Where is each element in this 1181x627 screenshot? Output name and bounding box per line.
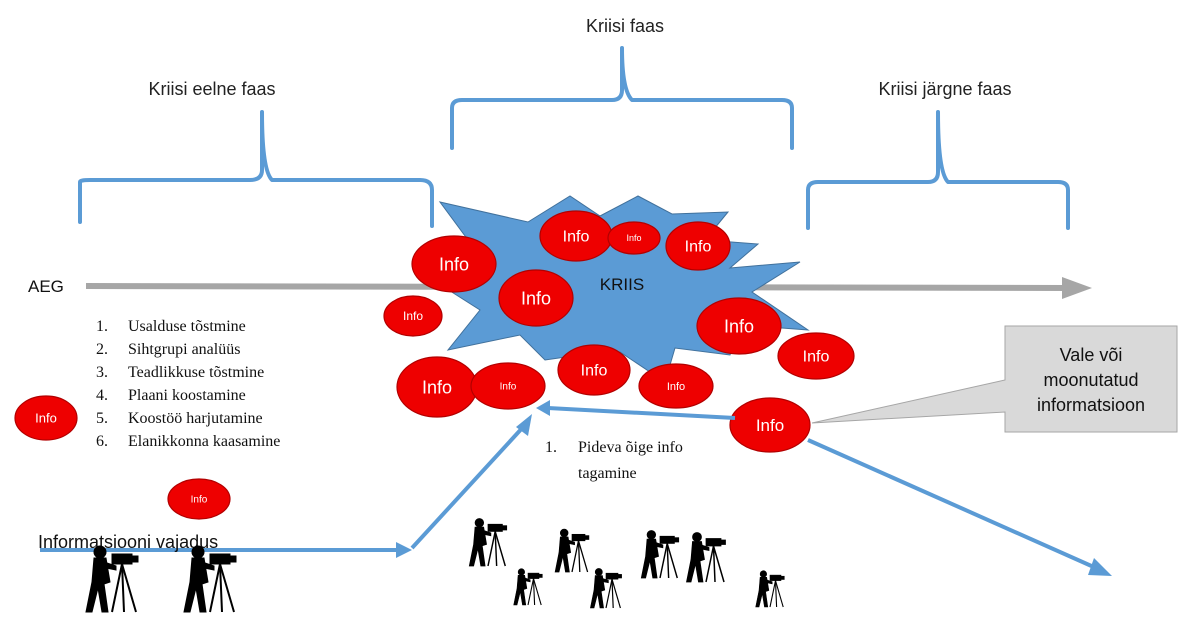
- info-bubble: Info: [498, 269, 574, 327]
- info-bubble-label: Info: [667, 381, 685, 393]
- info-bubble: Info: [777, 332, 855, 380]
- post-crisis-bracket: [806, 110, 1070, 230]
- info-bubble: Info: [729, 397, 811, 453]
- info-bubble-shape: [470, 362, 546, 410]
- crisis-step-line2: tagamine: [578, 465, 637, 482]
- info-bubble-label: Info: [685, 239, 712, 256]
- cameraman-icon: [183, 545, 237, 613]
- step-number: 1.: [96, 318, 108, 335]
- callout-line-3: informatsioon: [1037, 395, 1145, 415]
- info-bubble-label: Info: [439, 254, 469, 274]
- info-bubble: Info: [167, 478, 231, 520]
- crisis-bracket: [450, 46, 794, 150]
- info-bubble: Info: [696, 297, 782, 355]
- info-bubble-label: Info: [500, 382, 517, 393]
- info-bubble-shape: [665, 221, 731, 271]
- info-bubble-shape: [777, 332, 855, 380]
- correct-info-line: [547, 406, 736, 420]
- info-bubble-shape: [696, 297, 782, 355]
- info-bubble: Info: [396, 356, 478, 418]
- info-bubble-label: Info: [724, 316, 754, 336]
- info-bubble-shape: [498, 269, 574, 327]
- info-bubble: Info: [383, 295, 443, 337]
- post-crisis-phase-label: Kriisi järgne faas: [878, 79, 1011, 99]
- info-bubble-shape: [638, 363, 714, 409]
- timeline-arrow-head: [1062, 277, 1092, 299]
- info-bubble-label: Info: [422, 377, 452, 397]
- step-number: 4.: [96, 387, 108, 404]
- info-bubble-label: Info: [403, 309, 423, 323]
- info-bubble-shape: [729, 397, 811, 453]
- info-bubble: Info: [557, 344, 631, 396]
- info-bubble-shape: [383, 295, 443, 337]
- timeline-label: AEG: [28, 277, 64, 296]
- step-text: Elanikkonna kaasamine: [128, 433, 280, 450]
- step-text: Koostöö harjutamine: [128, 410, 263, 427]
- info-bubble-label: Info: [803, 349, 830, 366]
- info-bubble-shape: [167, 478, 231, 520]
- correct-info-arrowhead: [536, 400, 550, 416]
- info-bubble-label: Info: [626, 233, 641, 243]
- info-bubble-label: Info: [581, 363, 608, 380]
- info-bubble: Info: [470, 362, 546, 410]
- info-bubble-label: Info: [563, 229, 590, 246]
- info-bubble-label: Info: [191, 495, 208, 506]
- callout-line-1: Vale või: [1060, 345, 1123, 365]
- info-bubble-shape: [607, 221, 661, 255]
- callout-line-2: moonutatud: [1043, 370, 1138, 390]
- cameraman-icon: [554, 528, 590, 573]
- pre-crisis-phase-label: Kriisi eelne faas: [148, 79, 275, 99]
- step-text: Teadlikkuse tõstmine: [128, 364, 264, 381]
- crisis-step-number: 1.: [545, 439, 557, 456]
- crisis-step-line1: Pideva õige info: [578, 439, 683, 456]
- cameraman-icon: [468, 518, 508, 567]
- step-text: Plaani koostamine: [128, 387, 246, 404]
- step-number: 5.: [96, 410, 108, 427]
- cameraman-icon: [85, 545, 139, 613]
- info-bubble-shape: [411, 235, 497, 293]
- rising-info-arrowhead: [516, 414, 532, 436]
- info-bubble: Info: [539, 210, 613, 262]
- misinformation-callout: [811, 325, 1178, 433]
- cameraman-icon: [590, 568, 622, 609]
- crisis-label: KRIIS: [600, 275, 644, 294]
- info-bubble: Info: [665, 221, 731, 271]
- cameramen-group: [85, 518, 785, 613]
- information-need-arrowhead: [396, 542, 412, 558]
- info-bubble-label: Info: [521, 288, 551, 308]
- step-text: Usalduse tõstmine: [128, 318, 246, 335]
- info-bubble-shape: [14, 395, 78, 441]
- cameraman-icon: [640, 530, 680, 579]
- cameraman-icon: [686, 532, 726, 583]
- misinformation-line: [807, 438, 1097, 570]
- misinformation-arrowhead: [1088, 558, 1112, 576]
- info-bubble: Info: [14, 395, 78, 441]
- info-bubble: Info: [411, 235, 497, 293]
- info-bubble: Info: [607, 221, 661, 255]
- step-number: 6.: [96, 433, 108, 450]
- cameraman-icon: [755, 570, 785, 608]
- crisis-phase-label: Kriisi faas: [586, 16, 664, 36]
- info-bubble-label: Info: [756, 416, 784, 435]
- step-text: Sihtgrupi analüüs: [128, 341, 240, 358]
- pre-crisis-bracket: [78, 110, 434, 228]
- cameraman-icon: [513, 568, 543, 606]
- info-bubble: Info: [638, 363, 714, 409]
- information-need-label: Informatsiooni vajadus: [38, 532, 218, 552]
- pre-crisis-steps-list: 1. Usalduse tõstmine 2. Sihtgrupi analüü…: [96, 318, 280, 450]
- rising-info-line: [410, 423, 527, 550]
- info-bubble-label: Info: [35, 411, 57, 426]
- info-bubble-shape: [557, 344, 631, 396]
- step-number: 3.: [96, 364, 108, 381]
- step-number: 2.: [96, 341, 108, 358]
